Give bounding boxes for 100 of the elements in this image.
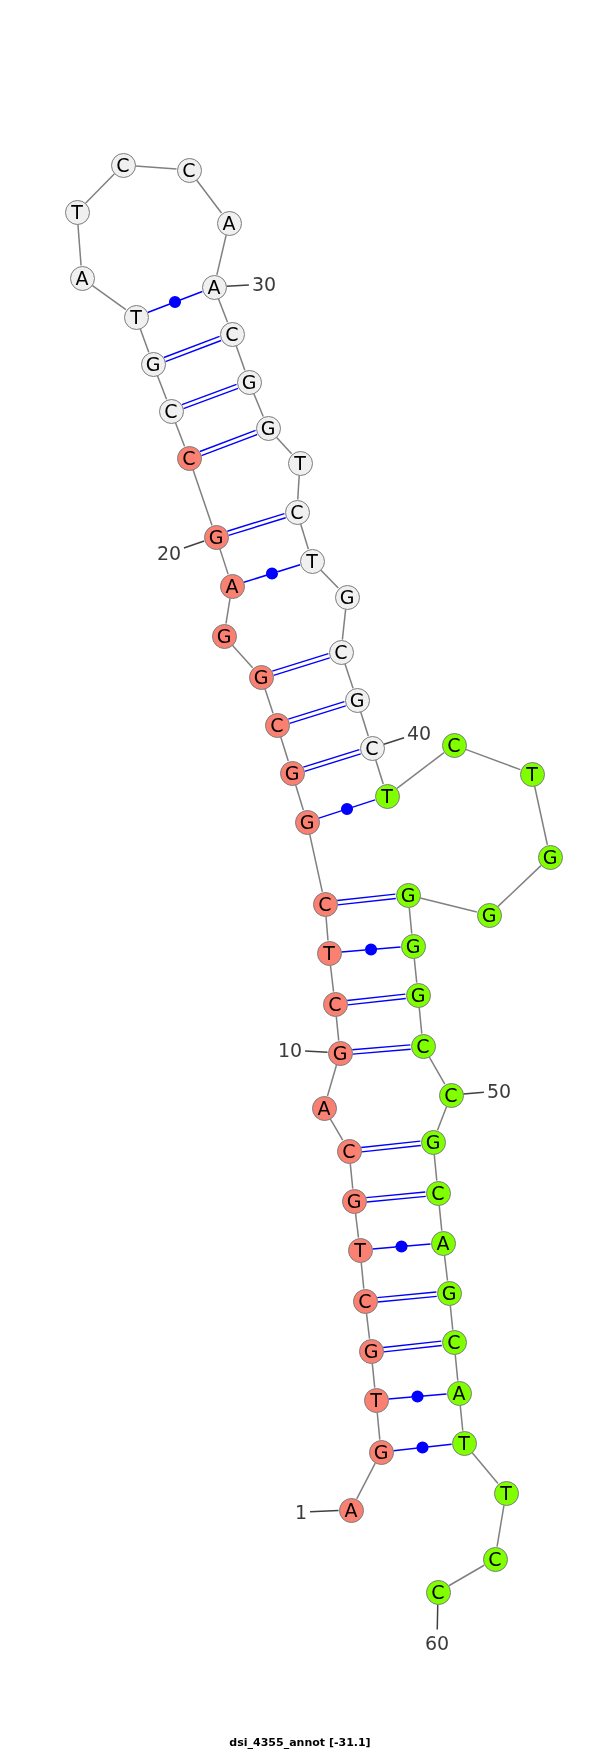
nucleotide-node: C [219,321,245,347]
backbone-line [396,751,445,790]
backbone-line [436,1105,448,1132]
nucleotide-node: C [328,639,354,665]
leader-line [225,284,250,287]
nucleotide-node: G [405,982,431,1008]
nucleotide-node: C [359,735,385,761]
backbone-line [408,906,413,935]
nucleotide-node: C [336,1138,362,1164]
nucleotide-node: T [493,1480,519,1506]
backbone-line [235,345,246,371]
backbone-line [413,957,418,984]
nucleotide-node: T [347,1237,373,1263]
backbone-line [376,1411,381,1441]
leader-line [436,1603,439,1631]
backbone-line [219,548,229,575]
nucleotide-node: G [255,415,281,441]
backbone-line [139,328,150,353]
nucleotide-node: C [410,1033,436,1059]
backbone-line [329,1118,344,1141]
base-pair-line [271,652,331,677]
nucleotide-node: C [176,157,202,183]
nucleotide-node: C [441,1329,467,1355]
leader-line [383,737,405,745]
base-pair-line [382,1340,443,1353]
nucleotide-node: T [316,940,342,966]
base-pair-line [376,1291,438,1303]
backbone-line [496,1504,505,1548]
backbone-line [443,1254,449,1282]
backbone-line [195,179,223,214]
backbone-line [308,833,324,893]
base-pair-line [287,700,347,725]
nucleotide-node: C [176,445,202,471]
nucleotide-node: G [537,844,563,870]
nucleotide-node: A [338,1497,364,1523]
backbone-line [356,1462,376,1500]
nucleotide-node: T [64,199,90,225]
backbone-line [375,759,384,785]
nucleotide-node: T [374,783,400,809]
nucleotide-node: T [363,1387,389,1413]
nucleotide-node: G [436,1280,462,1306]
backbone-line [253,392,264,418]
position-number: 50 [486,1080,512,1102]
backbone-line [371,1362,376,1389]
leader-line [304,1050,329,1053]
backbone-line [341,608,347,641]
nucleotide-node: A [311,1095,337,1121]
backbone-line [299,523,310,550]
backbone-line [319,569,340,589]
nucleotide-node: C [322,991,348,1017]
nucleotide-node: G [140,351,166,377]
base-pair-line [371,1240,432,1253]
backbone-line [448,1564,485,1587]
nucleotide-node: A [446,1380,472,1406]
backbone-line [471,1451,499,1485]
backbone-line [533,785,549,846]
nucleotide-node: G [327,1040,353,1066]
backbone-line [294,784,305,811]
backbone-line [325,915,329,942]
nucleotide-node: C [110,152,136,178]
nucleotide-node: C [284,499,310,525]
backbone-line [365,1312,371,1340]
leader-line [462,1091,485,1095]
backbone-line [280,736,289,762]
base-pair-line [392,1441,453,1454]
nucleotide-node: G [476,902,502,928]
position-number: 1 [294,1501,308,1523]
base-pair-line [181,383,239,410]
nucleotide-node: G [334,584,360,610]
backbone-line [231,644,254,669]
nucleotide-node: A [216,210,242,236]
nucleotide-node: G [358,1338,384,1364]
backbone-line [449,1304,454,1331]
nucleotide-node: C [482,1546,508,1572]
position-number: 30 [251,273,277,295]
backbone-line [360,1261,365,1290]
backbone-line [344,663,354,689]
nucleotide-node: G [368,1439,394,1465]
leader-line [309,1509,340,1513]
base-pair-line [336,893,397,906]
nucleotide-node: G [203,524,229,550]
nucleotide-node: T [299,548,325,574]
backbone-line [335,1015,340,1042]
nucleotide-node: G [344,687,370,713]
backbone-line [354,1212,360,1239]
backbone-line [297,474,300,501]
caption: dsi_4355_annot [-31.1] [229,1736,371,1749]
nucleotide-node: T [451,1430,477,1456]
base-pair-line [351,1044,412,1055]
backbone-line [192,469,213,526]
position-number: 20 [156,542,182,564]
backbone-line [464,748,522,771]
backbone-line [326,1064,338,1097]
backbone-line [459,1404,464,1432]
nucleotide-node: C [352,1288,378,1314]
nucleotide-node: A [219,573,245,599]
base-pair-line [387,1390,448,1403]
backbone-line [360,711,369,737]
nucleotide-node: G [236,369,262,395]
nucleotide-node: C [264,712,290,738]
